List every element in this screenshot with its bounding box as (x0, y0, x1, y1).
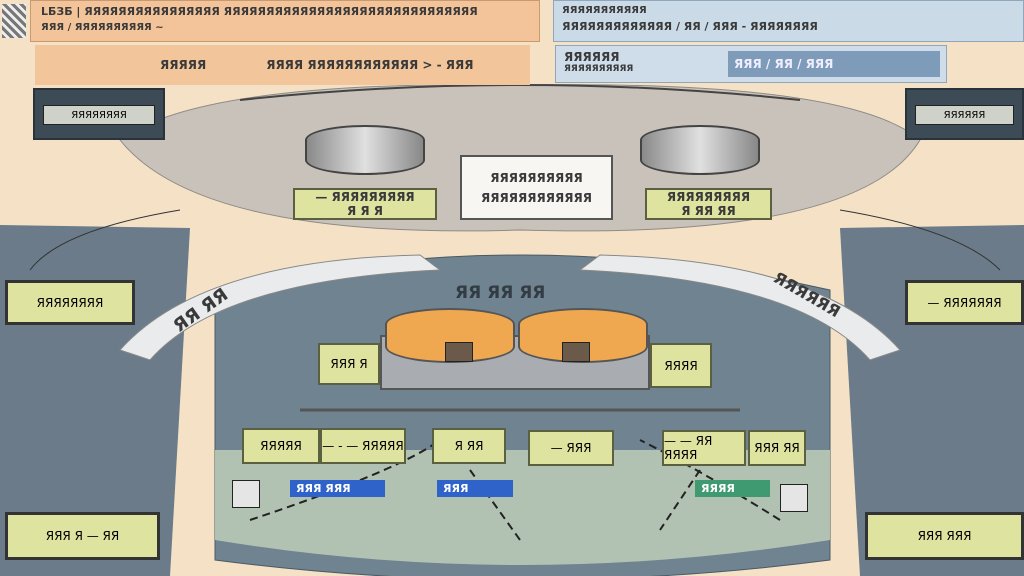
lower-label-3: Я ЯЯ (432, 428, 506, 464)
side-box-left: ЯЯЯЯЯЯЯЯ (5, 280, 135, 325)
header-left-sub-b: ЯЯЯЯ ЯЯЯЯЯЯЯЯЯЯЯЯ > - ЯЯЯ (266, 58, 474, 72)
connector-right-icon (780, 484, 808, 512)
side-box-bottom-right: ЯЯЯ ЯЯЯ (865, 512, 1024, 560)
lower-label-4: — ЯЯЯ (528, 430, 614, 466)
green-tag: ЯЯЯЯ (695, 480, 770, 497)
monitor-left-screen: ЯЯЯЯЯЯЯЯ (43, 105, 155, 125)
monitor-right-screen: ЯЯЯЯЯЯ (915, 105, 1014, 125)
lower-label-1: ЯЯЯЯЯ (242, 428, 320, 464)
header-left-panel: LБЗБ | ЯЯЯЯЯЯЯЯЯЯЯЯЯЯЯЯ ЯЯЯЯЯЯЯЯЯЯЯЯЯЯЯЯ… (30, 0, 540, 42)
top-right-label: ЯЯЯЯЯЯЯЯЯ Я ЯЯ ЯЯ (645, 188, 772, 220)
top-left-label-line2: Я Я Я (346, 204, 384, 218)
header-right-sub-panel: ЯЯЯЯЯЯ ЯЯЯЯЯЯЯЯЯЯ ЯЯЯ / ЯЯ / ЯЯЯ (555, 45, 947, 83)
header-right-line2: ЯЯЯЯЯЯЯЯЯЯЯЯЯ / ЯЯ / ЯЯЯ - ЯЯЯЯЯЯЯЯ (562, 20, 818, 33)
disc-left-port-icon (445, 342, 473, 362)
header-left-sub-panel: ЯЯЯЯЯ ЯЯЯЯ ЯЯЯЯЯЯЯЯЯЯЯЯ > - ЯЯЯ (35, 45, 530, 85)
header-right-bar: ЯЯЯ / ЯЯ / ЯЯЯ (728, 51, 940, 77)
side-box-right: — ЯЯЯЯЯЯЯ (905, 280, 1024, 325)
header-left-sub-a: ЯЯЯЯЯ (160, 58, 207, 72)
disc-right-port-icon (562, 342, 590, 362)
disc-left (385, 308, 515, 363)
side-box-bottom-left: ЯЯЯ Я — ЯЯ (5, 512, 160, 560)
top-left-label: — ЯЯЯЯЯЯЯЯЯ Я Я Я (293, 188, 437, 220)
logo-icon (2, 4, 26, 38)
lower-label-2: — - — ЯЯЯЯЯ (320, 428, 406, 464)
header-left-line1: LБЗБ | ЯЯЯЯЯЯЯЯЯЯЯЯЯЯЯЯ ЯЯЯЯЯЯЯЯЯЯЯЯЯЯЯЯ… (41, 5, 478, 18)
monitor-right: ЯЯЯЯЯЯ (905, 88, 1024, 140)
top-left-label-line1: — ЯЯЯЯЯЯЯЯЯ (315, 190, 415, 204)
top-right-label-line1: ЯЯЯЯЯЯЯЯЯ (666, 190, 751, 204)
top-center-line2: ЯЯЯЯЯЯЯЯЯЯЯЯ (481, 190, 592, 205)
blue-tag-2: ЯЯЯ (437, 480, 513, 497)
top-center-line1: ЯЯЯЯЯЯЯЯЯЯ (490, 170, 583, 185)
database-cylinder-left (305, 125, 425, 175)
blue-tag-1: ЯЯЯ ЯЯЯ (290, 480, 385, 497)
mid-label-right: ЯЯЯЯ (650, 343, 712, 388)
header-right-line1: ЯЯЯЯЯЯЯЯЯЯЯ (562, 5, 647, 16)
header-left-line2: ЯЯЯ / ЯЯЯЯЯЯЯЯЯЯ ~ (41, 22, 164, 33)
mid-label-left: ЯЯЯ Я (318, 343, 380, 385)
top-right-label-line2: Я ЯЯ ЯЯ (681, 204, 736, 218)
monitor-left: ЯЯЯЯЯЯЯЯ (33, 88, 165, 140)
lower-label-6: ЯЯЯ ЯЯ (748, 430, 806, 466)
header-right-panel: ЯЯЯЯЯЯЯЯЯЯЯ ЯЯЯЯЯЯЯЯЯЯЯЯЯ / ЯЯ / ЯЯЯ - Я… (553, 0, 1024, 42)
center-title: ЯЯ ЯЯ ЯЯ (455, 283, 546, 303)
connector-left-icon (232, 480, 260, 508)
header-right-sub-label: ЯЯЯЯЯЯ (564, 50, 620, 64)
top-center-box: ЯЯЯЯЯЯЯЯЯЯ ЯЯЯЯЯЯЯЯЯЯЯЯ (460, 155, 613, 220)
database-cylinder-right (640, 125, 760, 175)
header-right-sub-small: ЯЯЯЯЯЯЯЯЯЯ (564, 64, 634, 74)
lower-label-5: — — ЯЯ ЯЯЯЯ (662, 430, 746, 466)
